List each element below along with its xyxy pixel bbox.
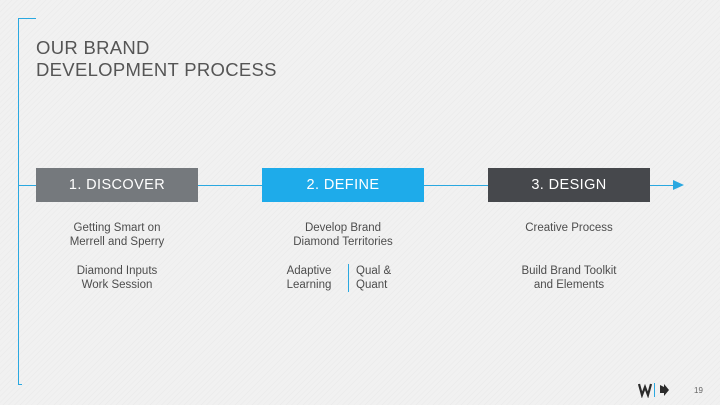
page-number: 19 — [694, 386, 703, 395]
title-line-1: OUR BRAND — [36, 37, 150, 58]
discover-item-2-line-2: Work Session — [81, 279, 153, 291]
frame-top-line — [18, 18, 36, 19]
discover-item-1-line-2: Merrell and Sperry — [69, 236, 165, 248]
discover-item-2: Diamond Inputs Work Session — [36, 264, 198, 292]
discover-item-1-line-1: Getting Smart on — [73, 222, 161, 234]
define-item-1-line-1: Develop Brand — [304, 222, 382, 234]
discover-item-1: Getting Smart on Merrell and Sperry — [36, 221, 198, 249]
define-item-1-line-2: Diamond Territories — [293, 236, 393, 248]
define-adaptive-line-1: Adaptive — [286, 265, 332, 277]
step-discover: 1. DISCOVER — [36, 168, 198, 202]
slide-title: OUR BRAND DEVELOPMENT PROCESS — [36, 37, 277, 81]
define-split-divider — [348, 264, 349, 292]
define-adaptive-line-2: Learning — [286, 279, 332, 291]
define-qual-quant: Qual & Quant — [356, 264, 406, 292]
discover-item-2-line-1: Diamond Inputs — [76, 265, 158, 277]
frame-bottom-line — [18, 384, 22, 385]
w-arrow-logo-icon — [638, 383, 669, 398]
frame-left-line — [18, 18, 19, 385]
define-qual-line-1: Qual & — [356, 265, 392, 277]
step-design: 3. DESIGN — [488, 168, 650, 202]
timeline-arrow-icon — [673, 180, 684, 190]
title-line-2: DEVELOPMENT PROCESS — [36, 59, 277, 80]
design-item-2-line-2: and Elements — [533, 279, 605, 291]
design-item-2-line-1: Build Brand Toolkit — [521, 265, 617, 277]
step-define: 2. DEFINE — [262, 168, 424, 202]
define-item-1: Develop Brand Diamond Territories — [262, 221, 424, 249]
design-item-1-line-1: Creative Process — [525, 222, 613, 234]
design-item-2: Build Brand Toolkit and Elements — [488, 264, 650, 292]
define-adaptive-learning: Adaptive Learning — [274, 264, 344, 292]
define-qual-line-2: Quant — [356, 279, 388, 291]
design-item-1: Creative Process — [488, 221, 650, 235]
